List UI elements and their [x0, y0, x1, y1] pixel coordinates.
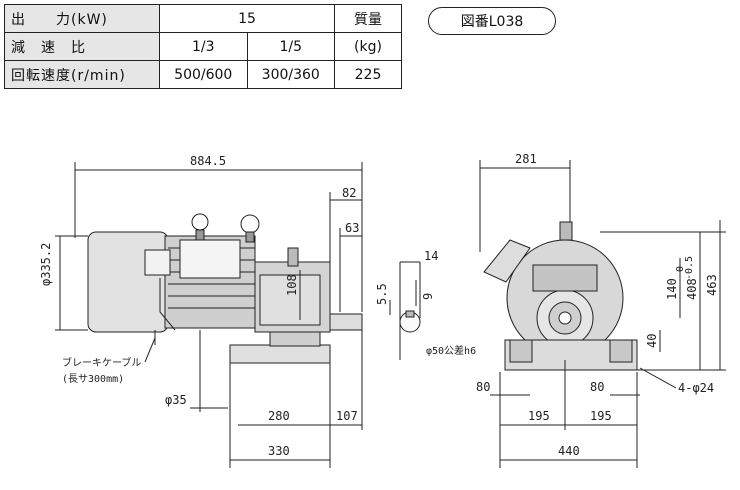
dim-center-h: 108: [285, 274, 299, 296]
weight-value: 225: [334, 60, 402, 89]
weight-unit: (kg): [334, 32, 402, 61]
dim-h-140: 140: [665, 278, 679, 300]
brake-cable-length: (長サ300mm): [62, 373, 124, 385]
ratio-2: 1/5: [246, 32, 335, 61]
dim-h-40: 40: [645, 334, 659, 348]
dim-foot-80b: 80: [590, 380, 604, 394]
output-label: 出 力(kW): [4, 4, 160, 33]
speed-label: 回転速度(r/min): [4, 60, 160, 89]
dim-base-330: 330: [268, 444, 290, 458]
dim-span-440: 440: [558, 444, 580, 458]
dim-shaft-ext: 82: [342, 186, 356, 200]
dim-span-195a: 195: [528, 409, 550, 423]
dim-h-408: 408: [685, 278, 699, 300]
weight-header: 質量: [334, 4, 402, 33]
dim-foot-80a: 80: [476, 380, 490, 394]
speed-1: 500/600: [159, 60, 248, 89]
ratio-label: 減 速 比: [4, 32, 160, 61]
dim-h-463: 463: [705, 274, 719, 296]
dim-span-195b: 195: [590, 409, 612, 423]
figure-number-badge: 図番L038: [428, 7, 556, 35]
dim-width-281: 281: [515, 152, 537, 166]
dim-holes: 4-φ24: [678, 381, 714, 395]
dim-shaft-dia: φ50公差h6: [426, 344, 476, 357]
brake-cable-label: ブレーキケーブル: [62, 356, 141, 369]
dim-overall-length: 884.5: [190, 154, 226, 168]
dim-tol-neg: -0.5: [684, 256, 695, 280]
dim-base-280: 280: [268, 409, 290, 423]
dim-key-off: 5.5: [375, 283, 389, 305]
dim-key-depth: 9: [421, 293, 435, 300]
dim-tol-0: 0: [675, 266, 686, 272]
spec-table: 出 力(kW) 15 質量 減 速 比 1/3 1/5 (kg) 回転速度(r/…: [4, 4, 402, 89]
dim-cable-dia: φ35: [165, 393, 187, 407]
dim-motor-dia: φ335.2: [39, 243, 53, 286]
dim-key-width: 14: [424, 249, 438, 263]
dim-base-107: 107: [336, 409, 358, 423]
dim-key-len: 63: [345, 221, 359, 235]
speed-2: 300/360: [246, 60, 335, 89]
